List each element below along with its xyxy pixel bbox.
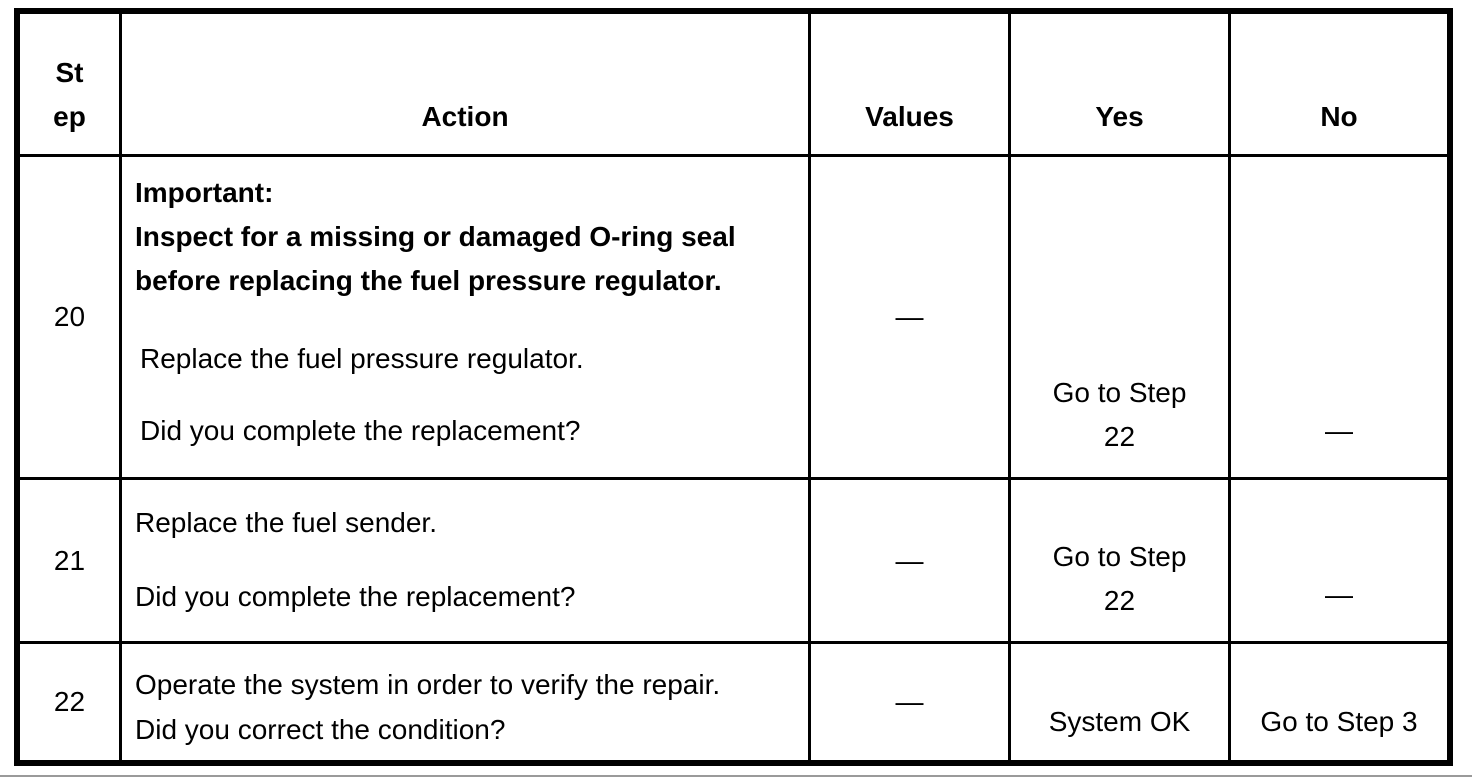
action-question: Did you correct the condition?: [135, 714, 506, 745]
action-question: Did you complete the replacement?: [140, 415, 581, 446]
values-dash: —: [895, 544, 924, 576]
step-20-action-cell: Important: Inspect for a missing or dama…: [122, 157, 808, 477]
step-22-number-cell: 22: [20, 644, 119, 760]
step-number: 22: [53, 686, 86, 717]
no-action-line: Go to Step 3: [1260, 706, 1418, 737]
header-action-label: Action: [421, 101, 509, 132]
action-instruction: Replace the fuel pressure regulator.: [140, 343, 584, 374]
header-step-line1: St: [55, 57, 84, 88]
header-yes-label: Yes: [1095, 101, 1144, 132]
yes-action-step-number: 22: [1103, 421, 1136, 452]
step-number: 20: [53, 301, 86, 332]
step-number: 21: [53, 544, 86, 576]
header-values-label: Values: [865, 101, 954, 132]
header-action: Action: [122, 14, 808, 154]
step-20-values-cell: —: [811, 157, 1008, 477]
action-question: Did you complete the replacement?: [135, 581, 576, 612]
header-yes: Yes: [1011, 14, 1228, 154]
values-dash: —: [895, 686, 924, 717]
yes-action-line: Go to Step: [1052, 377, 1187, 408]
yes-action-step-number: 22: [1103, 585, 1136, 616]
values-dash: —: [895, 301, 924, 332]
important-line: before replacing the fuel pressure regul…: [135, 265, 722, 296]
header-step-line2: ep: [53, 101, 86, 132]
step-20-no-cell: —: [1231, 157, 1447, 477]
step-20-yes-cell: Go to Step 22: [1011, 157, 1228, 477]
step-20-number-cell: 20: [20, 157, 119, 477]
yes-result: System OK: [1048, 706, 1191, 737]
no-dash: —: [1325, 579, 1353, 610]
step-21-no-cell: —: [1231, 480, 1447, 641]
important-label: Important:: [135, 177, 274, 208]
important-line: Inspect for a missing or damaged O-ring …: [135, 221, 736, 252]
header-no: No: [1231, 14, 1447, 154]
step-22-yes-cell: System OK: [1011, 644, 1228, 760]
header-values: Values: [811, 14, 1008, 154]
step-21-number-cell: 21: [20, 480, 119, 641]
no-dash: —: [1325, 415, 1353, 446]
step-22-no-cell: Go to Step 3: [1231, 644, 1447, 760]
diagnostic-table: St ep Action Values Yes No 20 Important:…: [14, 8, 1453, 766]
yes-action-line: Go to Step: [1052, 541, 1187, 572]
header-step: St ep: [20, 14, 119, 154]
spacer: [135, 545, 800, 575]
header-no-label: No: [1320, 101, 1358, 132]
action-instruction: Operate the system in order to verify th…: [135, 669, 721, 700]
step-22-action-cell: Operate the system in order to verify th…: [122, 644, 808, 760]
spacer: [135, 381, 800, 409]
step-21-values-cell: —: [811, 480, 1008, 641]
step-21-action-cell: Replace the fuel sender. Did you complet…: [122, 480, 808, 641]
next-table-edge: [0, 775, 1472, 777]
step-21-yes-cell: Go to Step 22: [1011, 480, 1228, 641]
spacer: [135, 303, 800, 337]
action-instruction: Replace the fuel sender.: [135, 507, 437, 538]
step-22-values-cell: —: [811, 644, 1008, 760]
